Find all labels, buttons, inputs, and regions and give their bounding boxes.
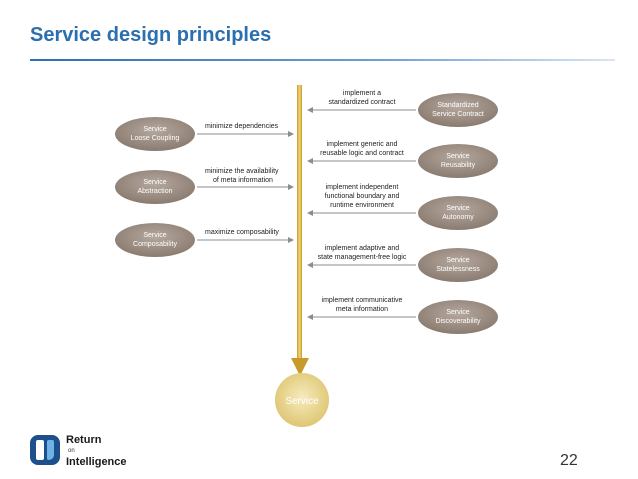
right-principle-autonomy: Service Autonomy implement independent f… [307,184,498,230]
principle-node [418,196,498,230]
company-logo: Return on Intelligence [30,435,170,471]
left-principle-composability: Service Composability maximize composabi… [115,223,294,257]
node-label-line1: Standardized [437,102,478,109]
right-principle-reusability: Service Reusability implement generic an… [307,141,498,178]
principle-node [418,144,498,178]
node-label-line1: Service [143,126,166,133]
edge-label-line2: state management-free logic [318,254,407,261]
edge-label-line1: implement independent [326,184,399,191]
node-label-line2: Reusability [441,162,476,169]
node-label-line1: Service [143,179,166,186]
edge-label-line2: reusable logic and contract [320,150,404,157]
node-label-line2: Service Contract [432,111,484,118]
principle-node [418,300,498,334]
slide-title: Service design principles [30,24,272,46]
logo-wordmark: Return on Intelligence [66,435,127,468]
principle-node [115,170,195,204]
center-service-node [275,373,329,427]
right-principle-standardized-contract: Standardized Service Contract implement … [307,90,498,127]
node-label-line1: Service [143,232,166,239]
edge-label-line1: implement generic and [327,141,398,148]
edge-label-line2: meta information [336,306,388,313]
principle-node [418,248,498,282]
node-label-line1: Service [446,257,469,264]
node-label-line2: Abstraction [137,188,172,195]
principle-node [115,117,195,151]
edge-label-line1: implement adaptive and [325,245,399,252]
edge-label-line1: implement a [343,90,381,97]
node-label-line1: Service [446,205,469,212]
node-label-line2: Statelessness [436,266,480,273]
left-principle-loose-coupling: Service Loose Coupling minimize dependen… [115,117,294,151]
logo-line2: on [68,448,75,454]
edge-label-line2: standardized contract [329,99,396,106]
spine-arrowhead [291,358,309,376]
node-label-line1: Service [446,309,469,316]
edge-label-line1: implement communicative [322,297,403,304]
logo-line1: Return [66,434,102,446]
right-principle-discoverability: Service Discoverability implement commun… [307,297,498,334]
page-number: 22 [560,452,578,469]
principle-node [418,93,498,127]
center-service-label: Service [285,396,319,407]
edge-label-line3: runtime environment [330,202,394,209]
central-spine [297,85,302,365]
logo-mark-icon [30,435,60,465]
edge-label-line1: minimize the availability [205,168,279,175]
edge-label-line2: functional boundary and [325,193,400,200]
right-principle-statelessness: Service Statelessness implement adaptive… [307,245,498,282]
node-label-line2: Discoverability [435,318,481,325]
node-label-line2: Composability [133,241,177,248]
left-principle-abstraction: Service Abstraction minimize the availab… [115,168,294,204]
node-label-line2: Autonomy [442,214,474,221]
node-label-line2: Loose Coupling [131,135,180,142]
node-label-line1: Service [446,153,469,160]
edge-label-line1: maximize composability [205,229,279,236]
title-underline [30,59,615,61]
edge-label-line2: of meta information [213,177,273,184]
logo-line3: Intelligence [66,456,127,468]
principle-node [115,223,195,257]
edge-label-line1: minimize dependencies [205,123,279,130]
